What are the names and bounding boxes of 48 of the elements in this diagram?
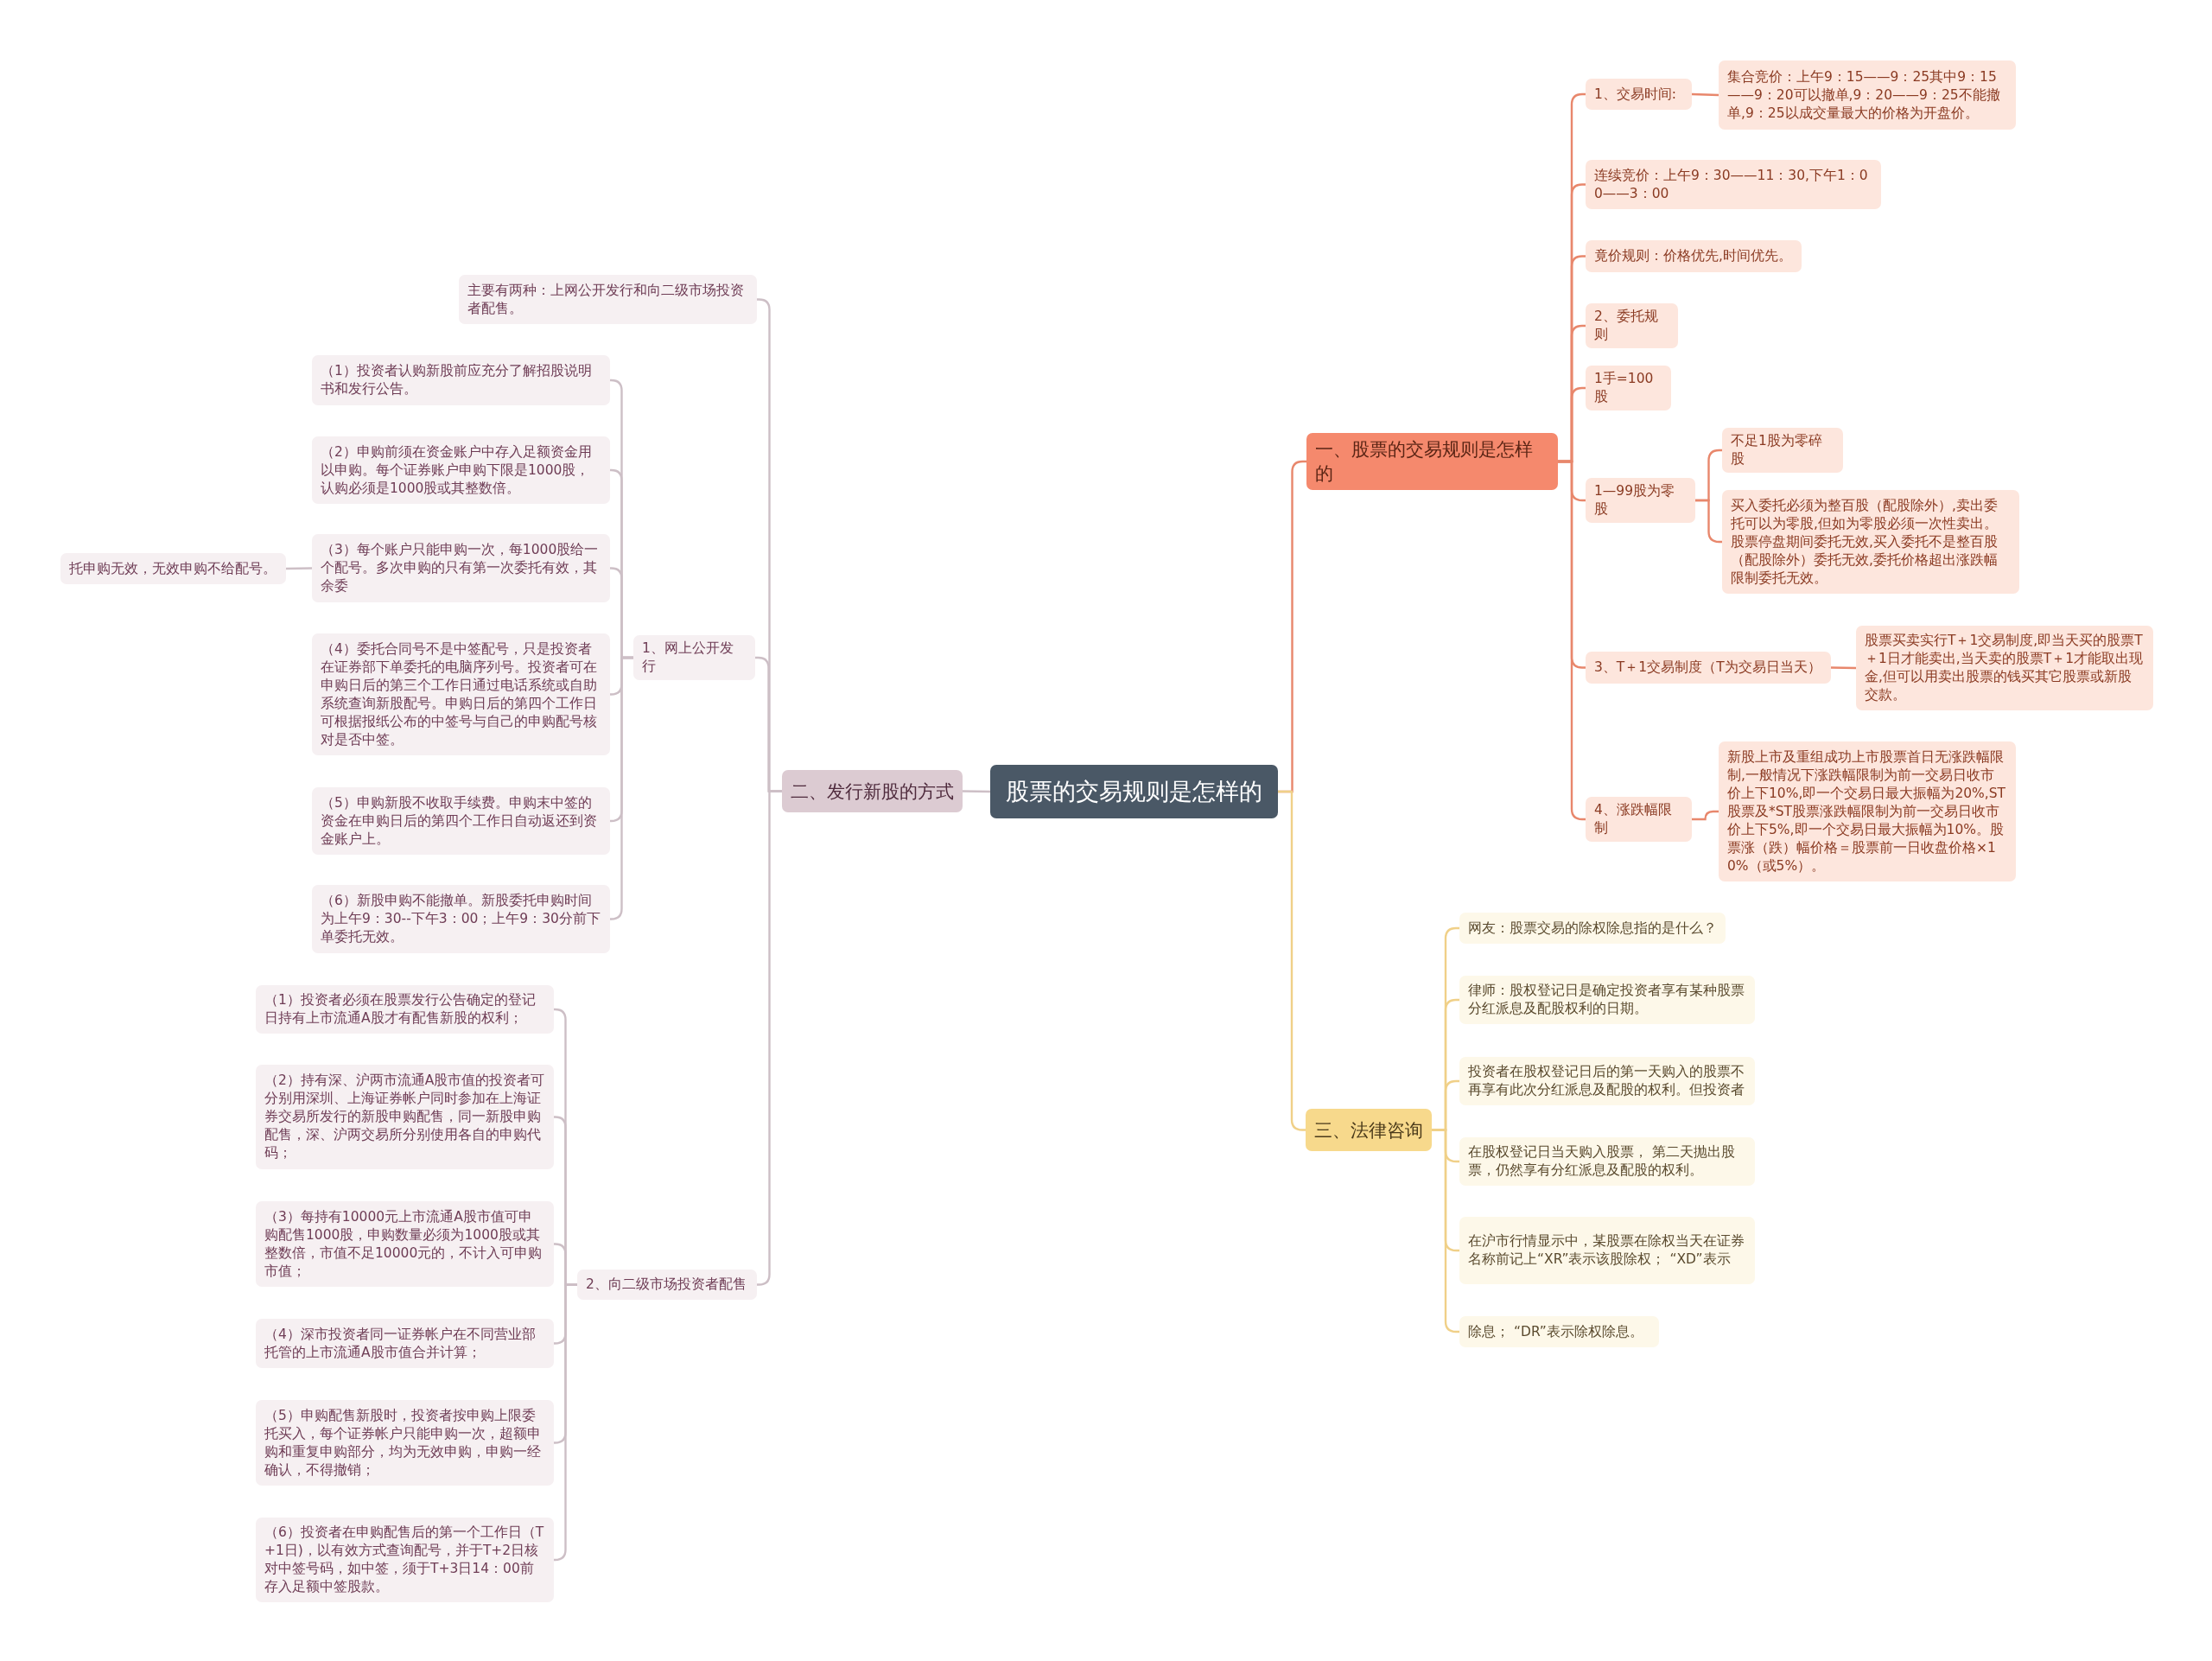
topic-box: （2）申购前须在资金账户中存入足额资金用以申购。每个证券账户申购下限是1000股，认购必须是1000股或其整数倍。 <box>312 436 610 504</box>
topic-box: （5）申购配售新股时，投资者按申购上限委托买入，每个证券帐户只能申购一次，超额申购和重复申购部分，均为无效申购，申购一经确认，不得撤销； <box>256 1400 554 1486</box>
topic-box: 4、涨跌幅限制 <box>1586 797 1692 842</box>
central-topic: 股票的交易规则是怎样的 <box>990 765 1278 818</box>
topic-box: 律师：股权登记日是确定投资者享有某种股票分红派息及配股权利的日期。 <box>1459 976 1755 1024</box>
topic-box: 1—99股为零股 <box>1586 478 1695 523</box>
topic-box: 除息； “DR”表示除权除息。 <box>1459 1316 1659 1347</box>
topic-box: 1手=100股 <box>1586 366 1671 410</box>
connector-line <box>1692 810 1719 821</box>
topic-box: 托申购无效，无效申购不给配号。 <box>60 553 286 584</box>
connector-line <box>1278 790 1306 1131</box>
topic-box: 买入委托必须为整百股（配股除外）,卖出委托可以为零股,但如为零股必须一次性卖出。股票停盘期间委托无效,买入委托不是整百股（配股除外）委托无效,委托价格超出涨跌幅限制委托无效。 <box>1722 490 2019 594</box>
topic-box: （6）新股申购不能撤单。新股委托申购时间为上午9：30--下午3：00；上午9：30分前下单委托无效。 <box>312 885 610 953</box>
topic-box: 股票买卖实行T＋1交易制度,即当天买的股票T＋1日才能卖出,当天卖的股票T＋1才能取出现金,但可以用卖出股票的钱买其它股票或新股交款。 <box>1856 626 2153 710</box>
topic-box: （4）委托合同号不是中签配号，只是投资者在证券部下单委托的电脑序列号。投资者可在申购日后的第三个工作日通过电话系统或自助系统查询新股配号。申购日后的第四个工作日可根据报纸公布的中签号与自己的申购配号核对是否中签。 <box>312 633 610 755</box>
topic-box: 不足1股为零碎股 <box>1722 428 1843 473</box>
topic-box: （3）每持有10000元上市流通A股市值可申购配售1000股，申购数量必须为1000股或其整数倍，市值不足10000元的，不计入可申购市值； <box>256 1201 554 1287</box>
connector-line <box>285 567 313 570</box>
topic-box: （5）申购新股不收取手续费。申购末中签的资金在申购日后的第四个工作日自动返还到资金账户上。 <box>312 787 610 855</box>
topic-box: 投资者在股权登记日后的第一天购入的股票不再享有此次分红派息及配股的权利。但投资者 <box>1459 1057 1755 1105</box>
connector-line <box>1558 460 1586 821</box>
topic-box: 2、委托规则 <box>1586 303 1678 348</box>
topic-box: 连续竞价：上午9：30——11：30,下午1：00——3：00 <box>1586 160 1881 209</box>
topic-box: 新股上市及重组成功上市股票首日无涨跌幅限制,一般情况下涨跌幅限制为前一交易日收市价上下10%,即一个交易日最大振幅为20%,ST股票及*ST股票涨跌幅限制为前一交易日收市价上下5%,即一个交易日最大振幅为10%。股票涨（跌）幅价格＝股票前一日收盘价格×10%（或5%）。 <box>1719 741 2016 881</box>
topic-box: 1、网上公开发行 <box>633 635 755 680</box>
topic-box: （1）投资者认购新股前应充分了解招股说明书和发行公告。 <box>312 355 610 405</box>
topic-box: 2、向二级市场投资者配售 <box>577 1270 757 1300</box>
connector-line <box>1830 666 1857 670</box>
topic-box: （6）投资者在申购配售后的第一个工作日（T+1日)，以有效方式查询配号，并于T+2日核对中签号码，如中签，须于T+3日14：00前存入足额中签股款。 <box>256 1518 554 1602</box>
topic-box: （3）每个账户只能申购一次，每1000股给一个配号。多次申购的只有第一次委托有效，其余委 <box>312 534 610 602</box>
topic-box: 集合竞价：上午9：15——9：25其中9：15——9：20可以撤单,9：20——9：25不能撤单,9：25以成交量最大的价格为开盘价。 <box>1719 60 2016 130</box>
connector-line <box>609 656 633 920</box>
topic-box: （4）深市投资者同一证券帐户在不同营业部托管的上市流通A股市值合并计算； <box>256 1319 554 1368</box>
connector-line <box>1695 499 1722 544</box>
topic-box: 竟价规则：价格优先,时间优先。 <box>1586 240 1802 272</box>
connector-line <box>1691 92 1719 97</box>
topic-box: 1、交易时间: <box>1586 79 1692 110</box>
topic-box: 主要有两种：上网公开发行和向二级市场投资者配售。 <box>459 275 757 324</box>
branch-topic: 一、股票的交易规则是怎样的 <box>1306 433 1558 490</box>
branch-topic: 二、发行新股的方式 <box>782 770 963 812</box>
topic-box: 在沪市行情显示中，某股票在除权当天在证券名称前记上“XR”表示该股除权； “XD”表示 <box>1459 1217 1755 1284</box>
connector-line <box>962 790 991 793</box>
topic-box: 3、T＋1交易制度（T为交易日当天） <box>1586 652 1831 684</box>
topic-box: （2）持有深、沪两市流通A股市值的投资者可分别用深圳、上海证券帐户同时参加在上海证券交易所发行的新股申购配售，同一新股申购配售，深、沪两交易所分别使用各自的申购代码； <box>256 1065 554 1169</box>
topic-box: （1）投资者必须在股票发行公告确定的登记日持有上市流通A股才有配售新股的权利； <box>256 985 554 1034</box>
topic-box: 网友：股票交易的除权除息指的是什么？ <box>1459 913 1726 944</box>
topic-box: 在股权登记日当天购入股票， 第二天抛出股票，仍然享有分红派息及配股的权利。 <box>1459 1137 1755 1186</box>
branch-topic: 三、法律咨询 <box>1306 1109 1432 1151</box>
